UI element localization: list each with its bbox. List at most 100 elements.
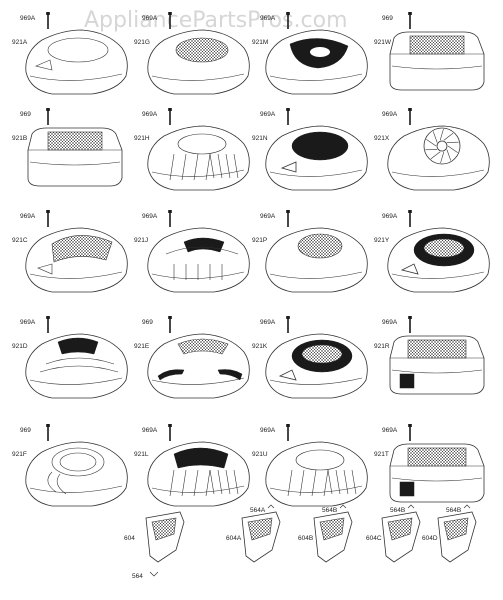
part-921l: 969A 921L [134,424,250,507]
bolt-icon [46,424,50,441]
clip-icon [339,504,347,509]
part-label: 921C [12,237,28,244]
bolt-label: 969 [20,427,31,434]
sub-part-label: 564A [250,507,266,514]
clip-icon [149,571,159,577]
watermark: AppliancePartsPros.com [84,8,348,33]
bolt-label: 969A [382,111,398,118]
part-label: 921D [12,343,28,350]
part-label: 921Y [374,237,390,244]
clip-icon [407,504,415,509]
sub-part-label: 564B [390,507,405,514]
bolt-label: 969A [20,213,36,220]
part-921k: 969A 921K [252,316,368,399]
part-label: 921K [252,343,268,350]
shroud-drawing [387,227,490,293]
bolt-icon [408,12,412,29]
bolt-icon [46,108,50,125]
bolt-icon [46,210,50,227]
bolt-label: 969 [382,15,393,22]
part-label: 921B [12,135,27,142]
bolt-label: 969A [382,213,398,220]
clip-icon [267,504,275,509]
bolt-label: 969A [260,319,276,326]
bolt-label: 969A [382,319,398,326]
bolt-label: 969 [142,319,153,326]
bolt-label: 969A [142,111,158,118]
part-921a: 969A 921A [12,12,128,95]
shroud-drawing [147,333,250,399]
part-604a: 604A 564A [226,504,281,563]
shroud-drawing [265,441,368,507]
part-label: 921J [134,237,148,244]
bolt-label: 969A [142,427,158,434]
shroud-drawing [265,125,368,191]
bolt-icon [408,316,412,333]
part-921y: 969A 921Y [374,210,490,293]
shroud-drawing [147,125,250,191]
part-921b: 969 921B [12,108,123,187]
shroud-drawing [265,333,368,399]
part-label: 921U [252,451,268,458]
part-label: 604C [366,535,382,542]
bolt-icon [46,316,50,333]
sub-part-label: 564 [132,573,143,580]
clip-icon [463,504,471,509]
part-label: 921E [134,343,150,350]
bolt-label: 969A [142,15,158,22]
bolt-icon [286,424,290,441]
part-label: 921A [12,39,28,46]
shroud-drawing [147,441,250,507]
bolt-icon [168,12,172,29]
bolt-label: 969A [260,111,276,118]
shroud-drawing [25,227,128,293]
part-label: 921M [252,39,268,46]
part-label: 921X [374,135,390,142]
part-604c: 604C 564B [366,504,421,563]
bolt-label: 969A [20,15,36,22]
shroud-drawing [25,333,128,399]
part-921j: 969A 921J [134,210,250,293]
part-label: 921P [252,237,267,244]
shroud-drawing [389,335,485,395]
bolt-label: 969 [20,111,31,118]
bolt-label: 969A [142,213,158,220]
bolt-label: 969A [20,319,36,326]
shroud-drawing [147,227,250,293]
part-label: 921G [134,39,150,46]
part-label: 604D [422,535,438,542]
part-921d: 969A 921D [12,316,128,399]
part-921w: 969 921W [374,12,485,91]
bolt-icon [286,12,290,29]
bolt-icon [168,108,172,125]
bolt-icon [408,424,412,441]
part-921c: 969A 921C [12,210,128,293]
part-label: 921W [374,39,392,46]
shroud-drawing [387,125,490,191]
bolt-icon [286,108,290,125]
bolt-icon [408,108,412,125]
part-label: 921R [374,343,390,350]
shroud-drawing [25,29,128,95]
part-label: 604B [298,535,313,542]
bolt-icon [286,210,290,227]
part-label: 604A [226,535,242,542]
part-921p: 969A 921P [252,210,368,293]
shroud-drawing [265,227,368,293]
bolt-icon [286,316,290,333]
shroud-drawing [25,441,128,507]
bolt-label: 969A [260,427,276,434]
part-label: 921L [134,451,149,458]
part-921r: 969A 921R [374,316,485,395]
shroud-drawing [27,127,123,187]
bolt-label: 969A [260,213,276,220]
part-921x: 969A 921X [374,108,490,191]
bolt-label: 969A [260,15,276,22]
